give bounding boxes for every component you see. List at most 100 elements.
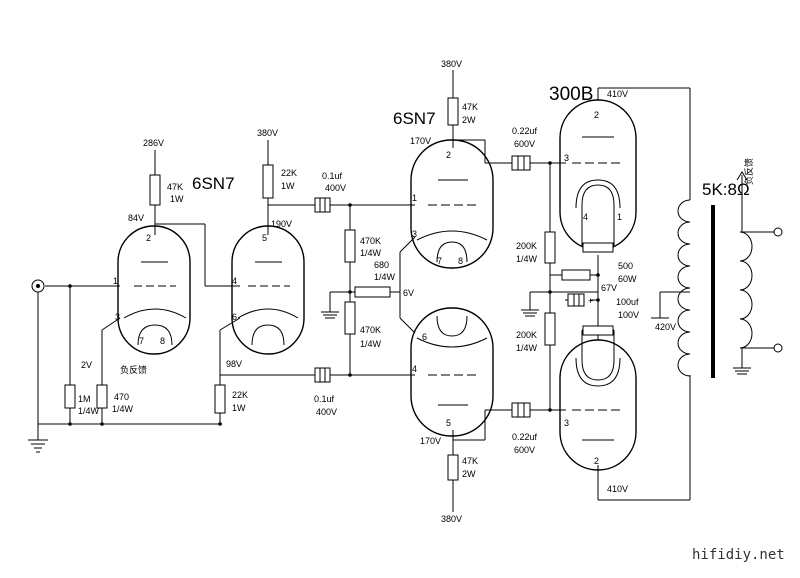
pin-label: 1 xyxy=(412,193,417,203)
voltage-label: 6V xyxy=(403,288,414,298)
voltage-label: 170V xyxy=(410,136,431,146)
component-value: 47K xyxy=(167,182,183,192)
component-value: 200K xyxy=(516,330,537,340)
voltage-label: 84V xyxy=(128,213,144,223)
resistor-500-60w xyxy=(561,269,591,281)
capacitor-0-22uf-bottom xyxy=(511,402,531,418)
pin-label: 2 xyxy=(594,456,599,466)
component-rating: 1W xyxy=(281,181,295,191)
tube-name-v2: 6SN7 xyxy=(393,109,436,128)
pin-label: 2 xyxy=(446,150,451,160)
component-value: 0.22uf xyxy=(512,126,538,136)
feedback-output-label: 负反馈 xyxy=(743,158,754,185)
voltage-label: 190V xyxy=(271,219,292,229)
resistor-22k-cathode xyxy=(214,384,226,414)
resistor-470 xyxy=(96,384,108,409)
pin-label: 5 xyxy=(262,233,267,243)
component-value: 0.22uf xyxy=(512,432,538,442)
pin-label: 8 xyxy=(160,336,165,346)
voltage-label: 420V xyxy=(655,322,676,332)
tube-v2a xyxy=(410,139,494,269)
component-rating: 2W xyxy=(462,469,476,479)
resistor-1m xyxy=(64,384,76,409)
voltage-label: 286V xyxy=(143,138,164,148)
filament-resistor-bottom xyxy=(582,325,614,336)
component-value: 0.1uf xyxy=(314,394,335,404)
component-rating: 1/4W xyxy=(360,248,382,258)
pin-label: 4 xyxy=(583,212,588,222)
component-rating: 2W xyxy=(462,115,476,125)
capacitors xyxy=(314,155,585,418)
component-rating: 600V xyxy=(514,445,535,455)
component-rating: 1W xyxy=(232,403,246,413)
voltage-label: 170V xyxy=(420,436,441,446)
voltage-label: 67V xyxy=(601,283,617,293)
component-value: 200K xyxy=(516,241,537,251)
ground-icon xyxy=(521,309,539,317)
component-rating: 400V xyxy=(325,183,346,193)
pin-label: 7 xyxy=(139,336,144,346)
resistors xyxy=(64,97,614,481)
pin-label: 3 xyxy=(564,418,569,428)
component-value: 470K xyxy=(360,236,381,246)
component-rating: 1/4W xyxy=(516,343,538,353)
component-rating: 600V xyxy=(514,139,535,149)
output-transformer xyxy=(677,171,783,378)
component-value: 22K xyxy=(281,168,297,178)
resistor-47k-2w-bottom xyxy=(447,454,459,481)
tube-name-v1: 6SN7 xyxy=(192,174,235,193)
resistor-680 xyxy=(354,286,391,298)
transformer-ratio: 5K:8Ω xyxy=(702,180,750,199)
resistor-470k-bottom xyxy=(344,301,356,335)
pin-label: 1 xyxy=(617,212,622,222)
pin-label: 4 xyxy=(412,364,417,374)
speaker-terminal-top xyxy=(773,227,783,237)
pin-label: 4 xyxy=(232,276,237,286)
component-rating: 1/4W xyxy=(112,404,134,414)
resistor-200k-top xyxy=(544,231,556,264)
voltage-label: 380V xyxy=(441,514,462,524)
voltage-label: 380V xyxy=(441,59,462,69)
component-rating: 1/4W xyxy=(374,272,396,282)
tube-v2b xyxy=(410,307,494,437)
component-value: 680 xyxy=(374,260,389,270)
resistor-200k-bottom xyxy=(544,312,556,346)
ground-icon xyxy=(28,439,48,453)
component-rating: 1W xyxy=(170,194,184,204)
component-value: 22K xyxy=(232,390,248,400)
pin-label: 7 xyxy=(437,256,442,266)
pin-label: 6 xyxy=(232,312,237,322)
capacitor-polarity: + xyxy=(588,296,593,306)
component-rating: 1/4W xyxy=(360,339,382,349)
speaker-terminal-bottom xyxy=(773,343,783,353)
feedback-label: 负反馈 xyxy=(120,364,147,375)
filament-resistor-top xyxy=(582,242,614,253)
voltage-label: 2V xyxy=(81,360,92,370)
component-value: 470 xyxy=(114,392,129,402)
pin-label: 6 xyxy=(422,332,427,342)
tube-out-bottom xyxy=(559,339,637,471)
component-value: 470K xyxy=(360,325,381,335)
ground-icon xyxy=(733,367,751,375)
component-value: 100uf xyxy=(616,297,639,307)
resistor-470k-top xyxy=(344,229,356,263)
component-value: 500 xyxy=(618,261,633,271)
junction-dots xyxy=(68,161,600,426)
input-jack-center xyxy=(36,284,40,288)
component-value: 47K xyxy=(462,456,478,466)
watermark: hifidiy.net xyxy=(692,547,785,563)
resistor-22k-1w xyxy=(262,164,274,199)
component-rating: 100V xyxy=(618,310,639,320)
voltage-label: 98V xyxy=(226,359,242,369)
capacitor-0-1uf-top xyxy=(314,197,331,213)
capacitor-0-1uf-bottom xyxy=(314,367,331,383)
component-value: 47K xyxy=(462,102,478,112)
pin-label: 8 xyxy=(458,256,463,266)
ground-symbols xyxy=(28,309,751,453)
tube-v1a xyxy=(117,225,191,355)
pin-label: 3 xyxy=(115,312,120,322)
voltage-label: 410V xyxy=(607,89,628,99)
component-value: 1M xyxy=(78,394,91,404)
voltage-label: 380V xyxy=(257,128,278,138)
